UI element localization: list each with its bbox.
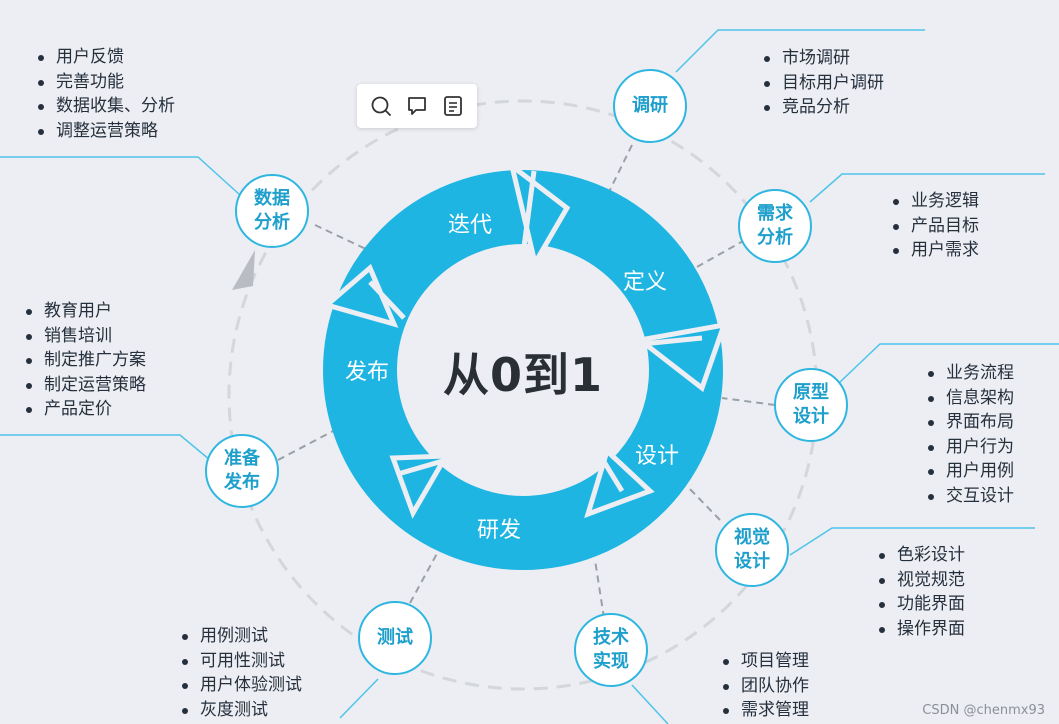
- list-item: 竞品分析: [760, 95, 884, 120]
- list-item: 色彩设计: [875, 543, 965, 568]
- list-item: 用例测试: [178, 624, 302, 649]
- list-item: 教育用户: [22, 299, 146, 324]
- list-item: 界面布局: [924, 410, 1014, 435]
- node-research: 调研: [613, 69, 687, 143]
- node-research-label: 调研: [632, 95, 668, 116]
- list-item: 功能界面: [875, 592, 965, 617]
- list-tech: 项目管理 团队协作 需求管理: [719, 649, 809, 723]
- note-icon: [444, 96, 462, 116]
- node-data: 数据 分析: [235, 174, 309, 248]
- ring-gaps: [368, 170, 703, 493]
- segment-label-design: 设计: [634, 444, 680, 469]
- list-item: 数据收集、分析: [34, 94, 175, 119]
- node-data-label: 数据 分析: [254, 188, 290, 233]
- list-item: 市场调研: [760, 46, 884, 71]
- list-item: 交互设计: [924, 484, 1014, 509]
- list-item: 销售培训: [22, 324, 146, 349]
- floating-toolbar: [357, 84, 477, 128]
- node-visual-label: 视觉 设计: [734, 527, 770, 572]
- list-item: 用户需求: [889, 238, 979, 263]
- comment-button[interactable]: [403, 92, 431, 120]
- node-testing: 测试: [358, 601, 432, 675]
- list-item: 需求管理: [719, 698, 809, 723]
- segment-label-iterate: 迭代: [447, 213, 493, 238]
- list-item: 信息架构: [924, 386, 1014, 411]
- list-item: 用户反馈: [34, 45, 175, 70]
- list-research: 市场调研 目标用户调研 竞品分析: [760, 46, 884, 120]
- list-item: 业务逻辑: [889, 189, 979, 214]
- list-item: 完善功能: [34, 70, 175, 95]
- orbit-arrow-icon: [232, 250, 255, 290]
- list-item: 目标用户调研: [760, 71, 884, 96]
- list-data: 用户反馈 完善功能 数据收集、分析 调整运营策略: [34, 45, 175, 143]
- center-title: 从0到1: [442, 348, 604, 402]
- list-item: 可用性测试: [178, 649, 302, 674]
- list-item: 制定运营策略: [22, 373, 146, 398]
- list-item: 用户用例: [924, 459, 1014, 484]
- search-icon: [371, 96, 391, 116]
- list-item: 制定推广方案: [22, 348, 146, 373]
- list-item: 用户体验测试: [178, 673, 302, 698]
- comment-icon: [408, 97, 426, 115]
- list-visual: 色彩设计 视觉规范 功能界面 操作界面: [875, 543, 965, 641]
- list-testing: 用例测试 可用性测试 用户体验测试 灰度测试: [178, 624, 302, 722]
- callout-lines: [0, 29, 1059, 724]
- spokes: [277, 144, 776, 619]
- node-prepare: 准备 发布: [205, 434, 279, 508]
- list-item: 操作界面: [875, 617, 965, 642]
- list-item: 视觉规范: [875, 568, 965, 593]
- node-requirements: 需求 分析: [738, 189, 812, 263]
- node-tech: 技术 实现: [574, 613, 648, 687]
- node-prototype-label: 原型 设计: [793, 382, 829, 427]
- list-prepare: 教育用户 销售培训 制定推广方案 制定运营策略 产品定价: [22, 299, 146, 422]
- list-item: 产品定价: [22, 397, 146, 422]
- list-prototype: 业务流程 信息架构 界面布局 用户行为 用户用例 交互设计: [924, 361, 1014, 508]
- node-prototype: 原型 设计: [774, 368, 848, 442]
- list-requirements: 业务逻辑 产品目标 用户需求: [889, 189, 979, 263]
- node-prepare-label: 准备 发布: [224, 448, 260, 493]
- list-item: 灰度测试: [178, 698, 302, 723]
- node-testing-label: 测试: [377, 627, 413, 648]
- list-item: 产品目标: [889, 214, 979, 239]
- search-button[interactable]: [367, 92, 395, 120]
- node-requirements-label: 需求 分析: [757, 203, 793, 248]
- node-tech-label: 技术 实现: [593, 627, 629, 672]
- node-visual: 视觉 设计: [715, 513, 789, 587]
- segment-label-develop: 研发: [476, 518, 522, 543]
- list-item: 业务流程: [924, 361, 1014, 386]
- list-item: 用户行为: [924, 435, 1014, 460]
- list-item: 项目管理: [719, 649, 809, 674]
- watermark: CSDN @chenmx93: [922, 703, 1045, 718]
- segment-label-define: 定义: [622, 270, 668, 295]
- list-item: 调整运营策略: [34, 119, 175, 144]
- note-button[interactable]: [439, 92, 467, 120]
- list-item: 团队协作: [719, 674, 809, 699]
- segment-label-publish: 发布: [344, 360, 390, 385]
